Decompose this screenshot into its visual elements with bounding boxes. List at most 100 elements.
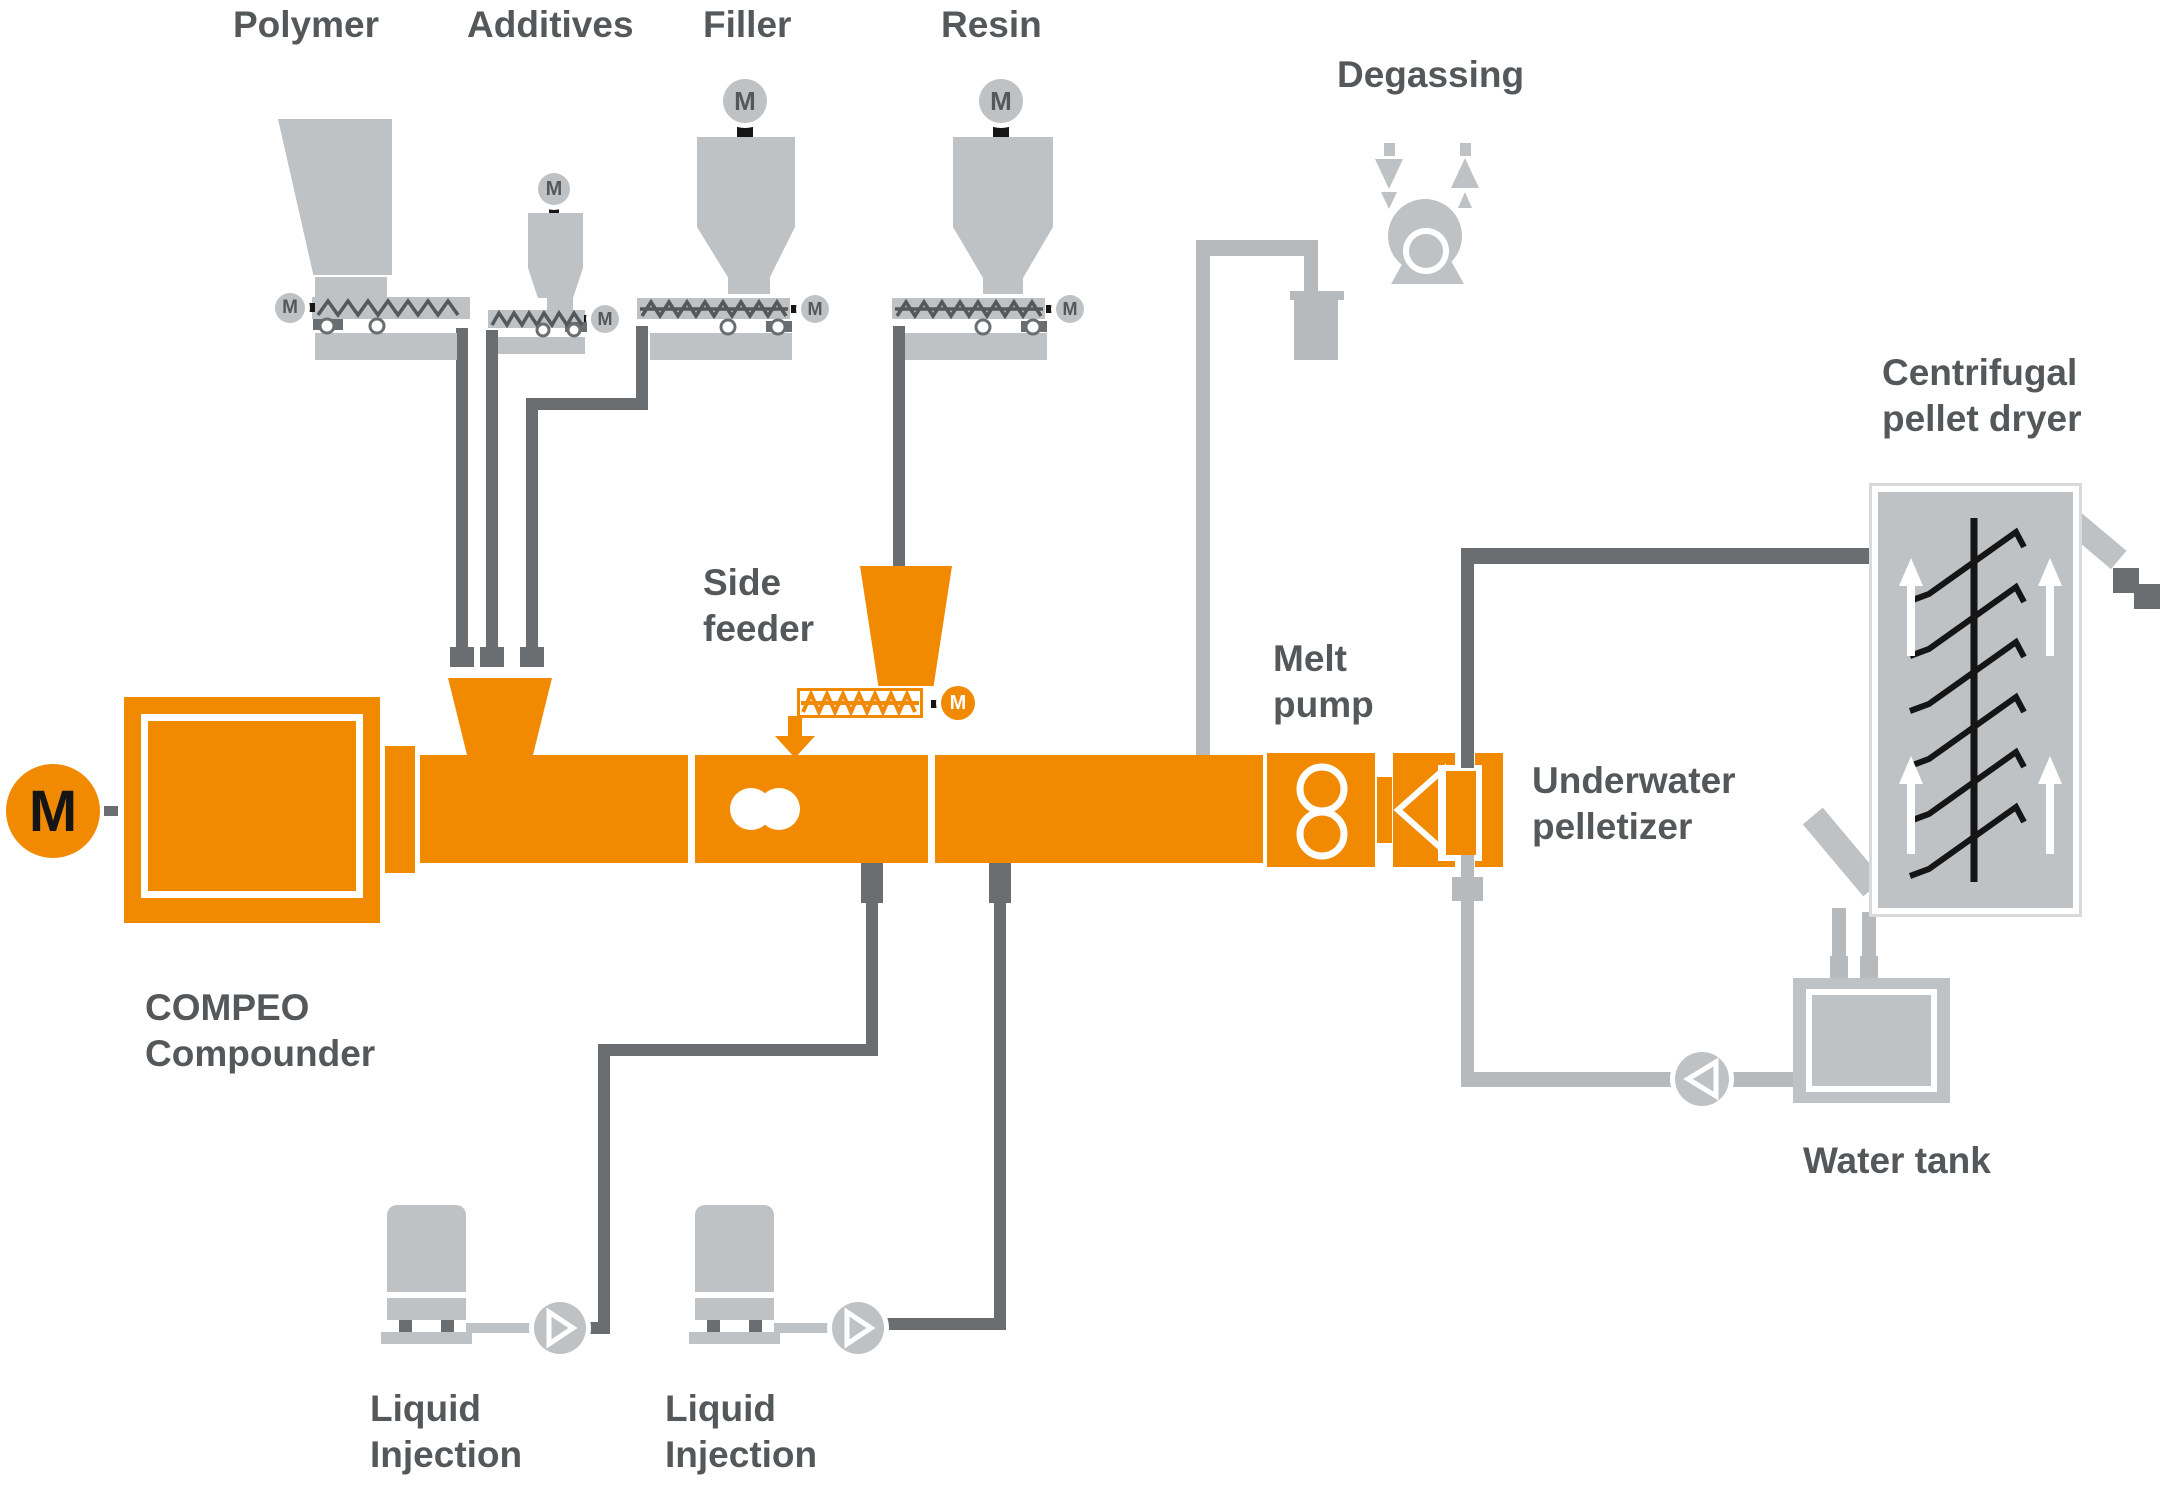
side-feeder-screw (797, 688, 923, 718)
label-line: Melt (1273, 638, 1347, 679)
resin-motor-link (993, 123, 1009, 137)
water-line-below-pelletizer (1461, 867, 1474, 1087)
label-polymer: Polymer (233, 4, 380, 45)
liquid-tank-1 (387, 1205, 466, 1292)
liquid-tank-1-band (387, 1298, 466, 1320)
filler-hopper-outlet (728, 278, 770, 294)
filler-screw-motor-icon: M (801, 295, 829, 323)
up-chevron-icon (1458, 192, 1472, 208)
pellet-outlet-step-2 (2134, 584, 2160, 609)
polymer-loadcell-2 (368, 317, 386, 335)
motor-letter: M (597, 308, 613, 329)
additives-loadcell-bar (565, 322, 587, 332)
liquid-pump-2-icon (832, 1302, 884, 1354)
main-motor-letter: M (28, 778, 78, 844)
side-feeder-motor-icon: M (941, 686, 975, 720)
polymer-discharge-line (456, 328, 468, 647)
label-centrifugal-dryer: Centrifugal pellet dryer (1882, 350, 2081, 442)
motor-letter: M (990, 85, 1012, 116)
label-liquid-injection-1: Liquid Injection (370, 1386, 522, 1478)
label-line: Compounder (145, 1033, 376, 1074)
degassing-drop-pipe (1304, 256, 1318, 298)
label-line: Side (703, 562, 782, 603)
label-degassing: Degassing (1337, 54, 1525, 95)
label-line: Injection (665, 1434, 818, 1475)
label-line: pellet dryer (1882, 398, 2082, 439)
label-line: Centrifugal (1882, 352, 2078, 393)
water-tank-body (1793, 978, 1950, 1103)
water-line-block (1452, 877, 1483, 901)
condensate-trap-lid (1290, 291, 1344, 300)
dryer-drain-pipe-1 (1832, 908, 1846, 958)
additives-motor-link (549, 203, 559, 214)
additives-hopper-funnel (528, 268, 583, 298)
label-additives: Additives (467, 4, 634, 45)
motor-letter: M (1062, 298, 1078, 319)
resin-discharge-line (893, 326, 905, 570)
pelletizer-coupling (1377, 777, 1392, 843)
resin-hopper-outlet (983, 278, 1023, 294)
down-chevron-icon (1381, 192, 1397, 209)
vacuum-pump-housing (1388, 199, 1462, 273)
filler-hopper-body (697, 137, 795, 227)
liquid-tank-1-foot-left (399, 1320, 412, 1332)
arrow-stub-left (1384, 143, 1395, 156)
main-motor-link (104, 806, 118, 816)
twin-screw-icon-right (758, 788, 800, 830)
tank-inlet-stub-1 (1830, 956, 1848, 980)
polymer-screw-motor-icon: M (275, 293, 305, 323)
injection-port-stub-1 (861, 863, 883, 903)
extruder-barrel (420, 755, 1263, 863)
label-side-feeder: Side feeder (703, 560, 814, 652)
label-line: Liquid (370, 1388, 481, 1429)
liquid-tank-1-baseplate (381, 1332, 472, 1344)
additives-hopper-body (528, 213, 583, 268)
additives-screw-motor-icon: M (591, 305, 619, 333)
filler-loadcell-1 (719, 318, 737, 336)
liquid-tank-2 (695, 1205, 774, 1292)
liquid-tank-2-baseplate (689, 1332, 780, 1344)
down-arrow-icon (1375, 159, 1403, 189)
filler-discharge-line-v1 (636, 326, 648, 410)
label-line: pump (1273, 684, 1374, 725)
resin-hopper-body (953, 137, 1053, 227)
filler-discharge-line-v2 (526, 410, 538, 647)
resin-hopper-funnel (953, 227, 1053, 278)
label-compounder: COMPEO Compounder (145, 985, 375, 1077)
vacuum-pump-icon (1375, 143, 1479, 284)
filler-screw-motor-link (791, 305, 800, 313)
injection-riser-2-h (880, 1318, 1006, 1330)
pelletizer-pipe-bottom-notch-bit (1461, 855, 1474, 867)
label-line: feeder (703, 608, 815, 649)
motor-letter: M (949, 691, 967, 714)
additives-discharge-stub (480, 647, 504, 667)
water-line-horizontal-left (1461, 1072, 1677, 1087)
pelletizer-die-plate (1438, 765, 1482, 861)
arrow-stub-right (1460, 143, 1471, 156)
motor-housing (124, 697, 380, 923)
water-pump-icon (1675, 1052, 1729, 1106)
additives-top-motor-icon: M (538, 173, 570, 205)
liquid-tank-1-foot-right (441, 1320, 454, 1332)
side-feeder-downpipe (788, 716, 802, 742)
side-feeder-motor-link (931, 700, 940, 708)
centrifugal-dryer-body (1872, 486, 2079, 914)
injection-riser-1-h (598, 1044, 878, 1056)
motor-letter: M (734, 85, 756, 116)
water-tank-frame (1806, 989, 1937, 1092)
polymer-discharge-stub (450, 647, 474, 667)
label-line: Underwater (1532, 760, 1736, 801)
resin-screw-conveyor (892, 298, 1045, 319)
polymer-motor-link (306, 303, 315, 312)
main-motor-icon: M (6, 764, 100, 858)
label-resin: Resin (941, 4, 1042, 45)
vacuum-flow-arrows (1375, 143, 1479, 209)
resin-loadcell-bar (1021, 321, 1047, 332)
barrel-joint-1 (688, 755, 695, 863)
polymer-base-frame (315, 333, 457, 360)
liquid-pump-1-icon (534, 1302, 586, 1354)
gearbox-coupling (385, 746, 415, 873)
up-arrow-icon (1451, 158, 1479, 188)
degassing-riser-pipe (1196, 250, 1210, 755)
